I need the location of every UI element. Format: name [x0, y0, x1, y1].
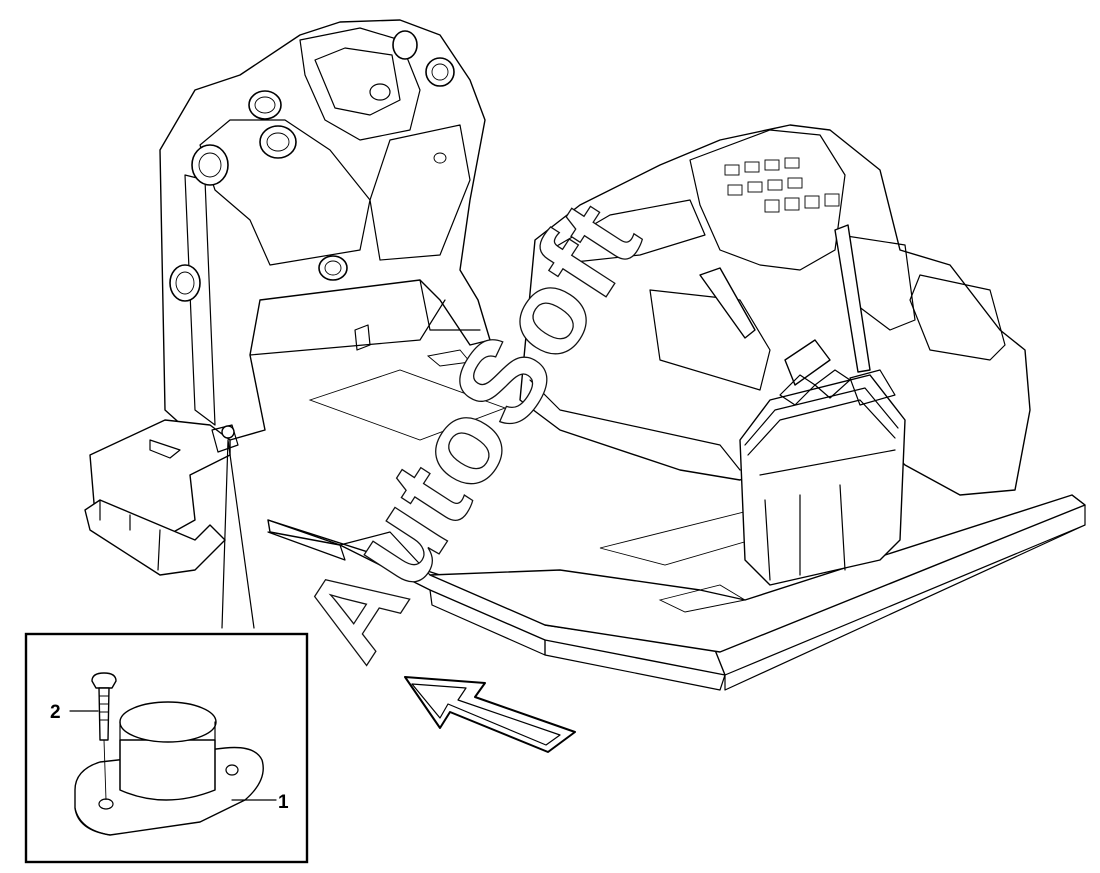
detail-leader-lines [221, 439, 255, 629]
callout-2: 2 [50, 702, 61, 723]
right-control-console [519, 124, 1031, 586]
direction-arrow [404, 676, 576, 753]
detail-inset [24, 632, 309, 864]
callout-1: 1 [278, 792, 289, 813]
callouts: 2 1 [50, 702, 289, 813]
left-step-bracket [84, 419, 239, 576]
floor-plate [267, 349, 1086, 691]
left-dash-console [159, 19, 491, 441]
